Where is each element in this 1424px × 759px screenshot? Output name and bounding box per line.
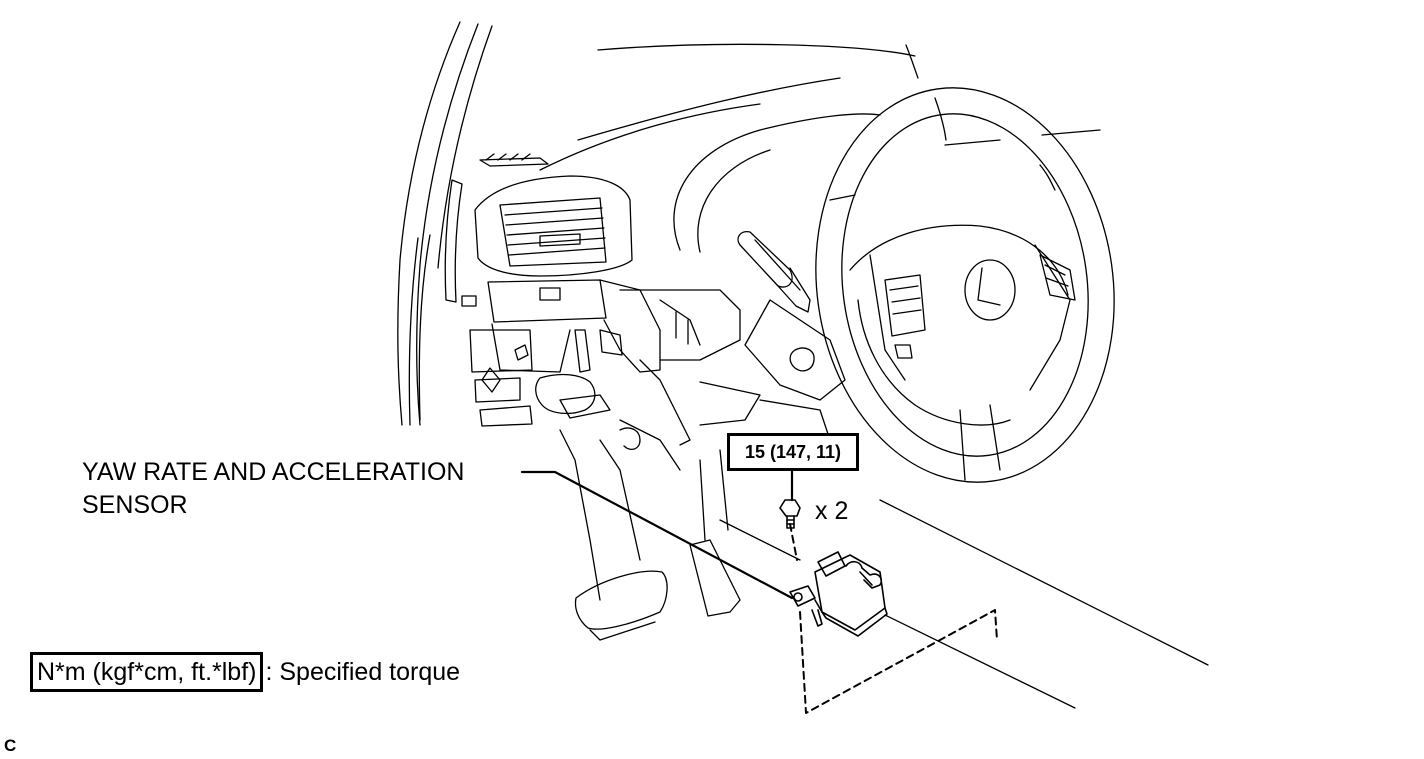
floor-lines	[719, 499, 1209, 709]
dashboard-top	[479, 43, 1101, 171]
yaw-rate-sensor-icon	[789, 551, 888, 637]
bolt-quantity-label: x 2	[815, 497, 849, 525]
mounting-area-outline	[789, 523, 998, 714]
side-panel	[408, 179, 463, 426]
console-structure	[461, 279, 741, 446]
torque-legend-text: : Specified torque	[265, 658, 461, 686]
steering-column	[699, 231, 846, 441]
bolt-icon	[779, 499, 801, 529]
leader-lines	[520, 469, 794, 600]
yaw-rate-sensor-label-line2: SENSOR	[82, 491, 188, 519]
torque-legend: N*m (kgf*cm, ft.*lbf) : Specified torque	[30, 652, 460, 692]
accelerator-pedal	[559, 419, 741, 641]
windshield-pillar	[397, 21, 493, 426]
torque-spec-box: 15 (147, 11)	[727, 433, 859, 471]
yaw-rate-sensor-label: YAW RATE AND ACCELERATION SENSOR	[82, 456, 464, 522]
air-vent	[474, 175, 633, 277]
torque-legend-unit-box: N*m (kgf*cm, ft.*lbf)	[30, 652, 264, 692]
figure-code: C	[4, 736, 17, 755]
steering-wheel	[815, 87, 1115, 483]
yaw-rate-sensor-label-line1: YAW RATE AND ACCELERATION	[82, 458, 465, 486]
instrument-cluster-hood	[673, 113, 881, 253]
